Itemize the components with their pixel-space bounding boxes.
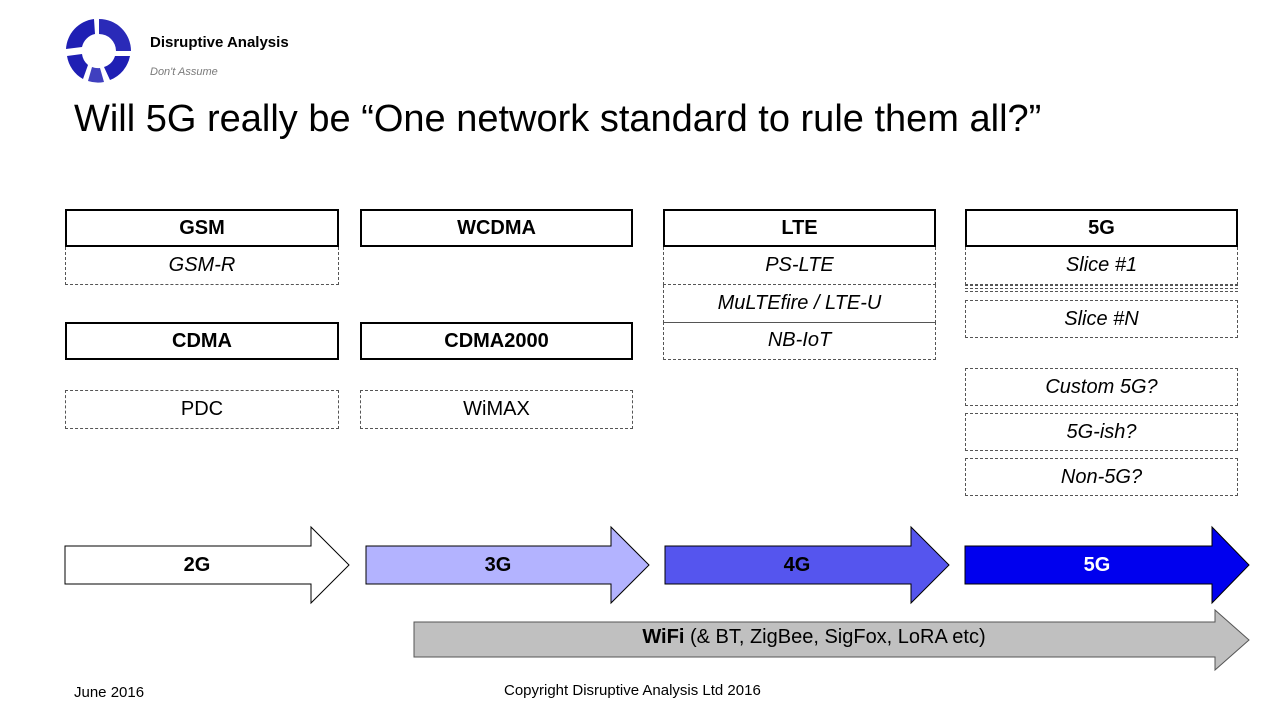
slice-stack-lines [965, 285, 1238, 297]
wifi-label-rest: (& BT, ZigBee, SigFox, LoRA etc) [684, 626, 986, 648]
arrow-5g [964, 525, 1250, 605]
box-slice-1: Slice #1 [965, 247, 1238, 285]
slide-title: Will 5G really be “One network standard … [74, 98, 1042, 140]
box-ps-lte: PS-LTE [663, 247, 936, 285]
arrow-4g [664, 525, 950, 605]
arrow-label-4g: 4G [783, 554, 811, 576]
box-gsm: GSM [65, 209, 339, 247]
box-lte: LTE [663, 209, 936, 247]
arrow-label-2g: 2G [183, 554, 211, 576]
wifi-label-bold: WiFi [642, 626, 685, 648]
box-5g: 5G [965, 209, 1238, 247]
box-5g-ish: 5G-ish? [965, 413, 1238, 451]
box-nb-iot: NB-IoT [663, 322, 936, 360]
brand-tagline: Don't Assume [150, 66, 218, 78]
box-cdma2000: CDMA2000 [360, 322, 633, 360]
box-non-5g: Non-5G? [965, 458, 1238, 496]
brand-name: Disruptive Analysis [150, 34, 289, 51]
box-slice-n: Slice #N [965, 300, 1238, 338]
arrow-label-5g: 5G [1083, 554, 1111, 576]
box-custom-5g: Custom 5G? [965, 368, 1238, 406]
box-cdma: CDMA [65, 322, 339, 360]
footer-copyright: Copyright Disruptive Analysis Ltd 2016 [504, 682, 761, 699]
box-wimax: WiMAX [360, 390, 633, 429]
footer-date: June 2016 [74, 684, 145, 701]
box-pdc: PDC [65, 390, 339, 429]
wifi-label: WiFi (& BT, ZigBee, SigFox, LoRA etc) [414, 626, 1214, 649]
box-gsm-r: GSM-R [65, 247, 339, 285]
brand-logo-icon [66, 19, 131, 83]
arrow-3g [365, 525, 650, 605]
arrow-wifi [413, 608, 1250, 672]
box-multefire: MuLTEfire / LTE-U [663, 285, 936, 323]
arrow-2g [64, 525, 350, 605]
box-wcdma: WCDMA [360, 209, 633, 247]
arrow-label-3g: 3G [484, 554, 512, 576]
